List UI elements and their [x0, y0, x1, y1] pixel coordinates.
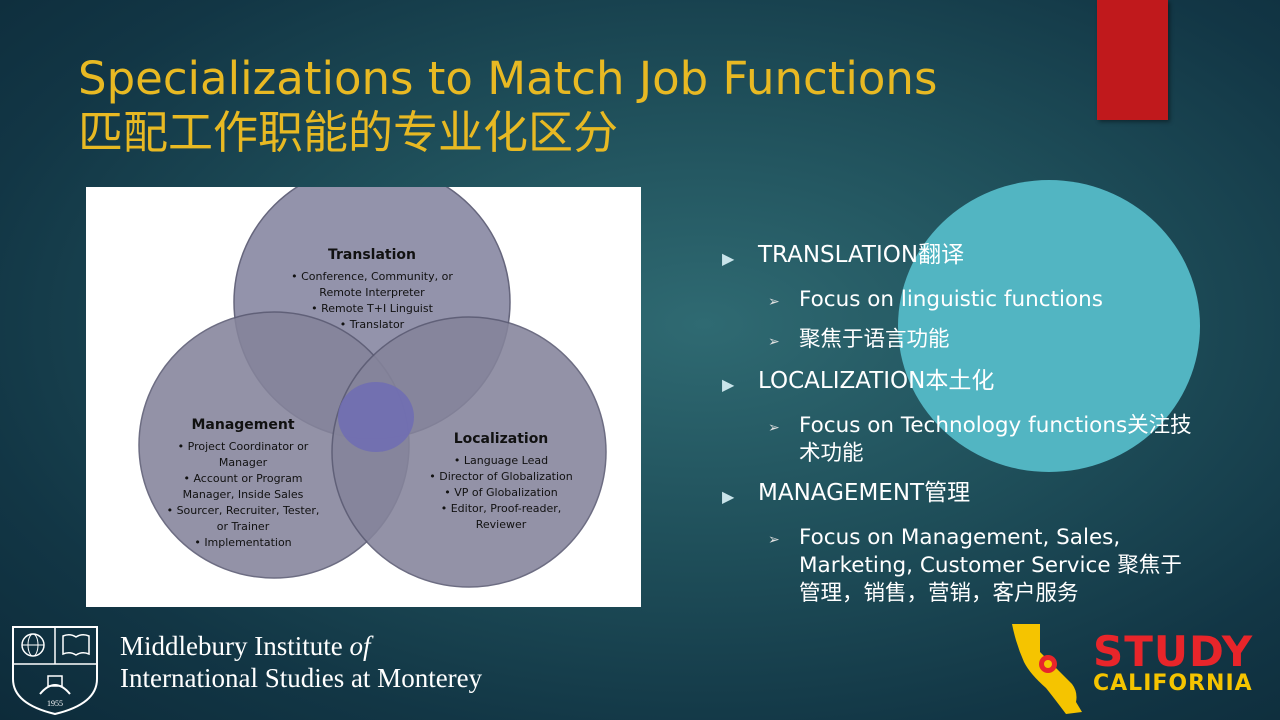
study-california-logo — [1012, 624, 1082, 714]
translation-label: Translation • Conference, Community, or … — [272, 247, 472, 333]
title-line-english: Specializations to Match Job Functions — [78, 52, 938, 105]
translation-item: • Remote T+I Linguist — [311, 302, 433, 315]
slide-title: Specializations to Match Job Functions 匹… — [78, 52, 937, 160]
management-item: Manager, Inside Sales — [182, 488, 304, 501]
study-word: STUDY — [1093, 627, 1254, 676]
bullet-localization: ▶ LOCALIZATION本土化 — [722, 366, 1242, 400]
localization-item: • Director of Globalization — [429, 470, 573, 483]
localization-item: • VP of Globalization — [444, 486, 558, 499]
arrow-bullet-icon: ➢ — [768, 420, 780, 436]
institute-name-text: Middlebury Institute — [120, 631, 343, 661]
management-heading: Management — [191, 417, 295, 433]
management-item: • Sourcer, Recruiter, Tester, — [166, 504, 320, 517]
localization-item: • Editor, Proof-reader, — [440, 502, 562, 515]
sub-bullet-text: Focus on Technology functions关注技术功能 — [799, 413, 1192, 466]
center-overlap — [338, 382, 414, 452]
venn-diagram: Translation • Conference, Community, or … — [86, 187, 641, 607]
bullet-management: ▶ MANAGEMENT管理 — [722, 478, 1242, 512]
bullet-label: LOCALIZATION本土化 — [758, 368, 995, 394]
sub-bullet: ➢ Focus on linguistic functions — [768, 286, 1242, 316]
sub-bullet-text: Focus on linguistic functions — [799, 287, 1103, 312]
venn-circles — [138, 187, 607, 588]
management-item: • Account or Program — [183, 472, 303, 485]
localization-circle — [331, 316, 607, 588]
institute-name: Middlebury Institute of International St… — [120, 630, 482, 694]
study-california-text: STUDY CALIFORNIA — [1093, 627, 1254, 696]
triangle-bullet-icon: ▶ — [722, 375, 735, 394]
translation-heading: Translation — [328, 247, 416, 263]
management-label: Management • Project Coordinator or Mana… — [158, 417, 328, 551]
triangle-bullet-icon: ▶ — [722, 249, 735, 268]
localization-item: • Language Lead — [453, 454, 549, 467]
localization-label: Localization • Language Lead • Director … — [416, 431, 586, 533]
sub-bullet: ➢ Focus on Technology functions关注技术功能 — [768, 412, 1242, 468]
sub-bullet-text: 聚焦于语言功能 — [799, 327, 950, 352]
institute-line1: Middlebury Institute of — [120, 630, 482, 662]
institute-line2: International Studies at Monterey — [120, 663, 483, 693]
translation-item: • Translator — [339, 318, 405, 331]
seal-year: 1955 — [47, 699, 63, 708]
bullet-label: MANAGEMENT管理 — [758, 480, 971, 506]
localization-heading: Localization — [453, 431, 549, 447]
bullet-list: ▶ TRANSLATION翻译 ➢ Focus on linguistic fu… — [722, 240, 1242, 618]
sub-bullet-text: Focus on Management, Sales, Marketing, C… — [799, 525, 1182, 606]
decorative-circle — [898, 180, 1200, 472]
management-item: or Trainer — [216, 520, 270, 533]
bullet-label: TRANSLATION翻译 — [758, 242, 965, 268]
management-item: • Project Coordinator or — [177, 440, 309, 453]
management-item: • Implementation — [194, 536, 292, 549]
bullet-translation: ▶ TRANSLATION翻译 — [722, 240, 1242, 274]
arrow-bullet-icon: ➢ — [768, 532, 780, 548]
triangle-bullet-icon: ▶ — [722, 487, 735, 506]
arrow-bullet-icon: ➢ — [768, 334, 780, 350]
red-accent-bar — [1097, 0, 1168, 120]
middlebury-seal-logo: 1955 — [12, 626, 98, 716]
translation-item: • Conference, Community, or — [291, 270, 453, 283]
institute-of: of — [349, 631, 371, 661]
translation-item: Remote Interpreter — [319, 286, 425, 299]
sub-bullet: ➢ Focus on Management, Sales, Marketing,… — [768, 524, 1242, 608]
arrow-bullet-icon: ➢ — [768, 294, 780, 310]
management-item: Manager — [218, 456, 268, 469]
california-word: CALIFORNIA — [1093, 671, 1253, 696]
title-line-chinese: 匹配工作职能的专业化区分 — [78, 106, 619, 159]
localization-item: Reviewer — [475, 518, 527, 531]
sub-bullet: ➢ 聚焦于语言功能 — [768, 326, 1242, 356]
